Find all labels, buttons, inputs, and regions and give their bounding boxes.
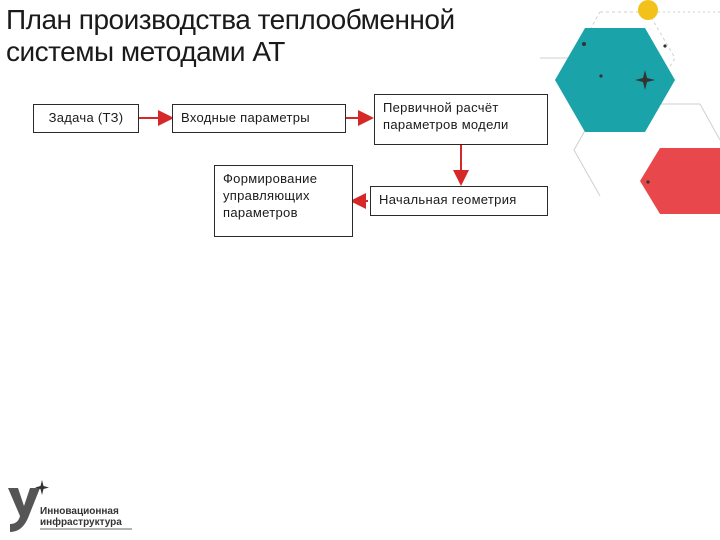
slide-title-line2: системы методами АТ <box>6 36 285 67</box>
node-primary-calc-line2: параметров модели <box>383 117 509 132</box>
slide-title: План производства теплообменной системы … <box>6 4 526 68</box>
node-inputs-label: Входные параметры <box>181 110 310 125</box>
slide-title-line1: План производства теплообменной <box>6 4 455 35</box>
logo-text-line1: Инновационная <box>40 506 119 517</box>
node-initial-geometry-label: Начальная геометрия <box>379 192 517 207</box>
node-primary-calc: Первичной расчёт параметров модели <box>374 94 548 145</box>
logo-text-line2: инфраструктура <box>40 517 122 528</box>
company-logo <box>8 480 49 532</box>
logo-mark <box>8 488 40 532</box>
logo-text: Инновационная инфраструктура <box>40 506 122 528</box>
logo-underline <box>40 528 132 530</box>
logo-star <box>35 480 49 495</box>
node-control-params-line2: управляющих <box>223 188 310 203</box>
node-initial-geometry: Начальная геометрия <box>370 186 548 216</box>
node-control-params-line1: Формирование <box>223 171 318 186</box>
node-task-label: Задача (ТЗ) <box>48 110 124 125</box>
node-control-params: Формирование управляющих параметров <box>214 165 353 237</box>
node-control-params-line3: параметров <box>223 205 298 220</box>
node-inputs: Входные параметры <box>172 104 346 133</box>
node-task: Задача (ТЗ) <box>33 104 139 133</box>
node-primary-calc-line1: Первичной расчёт <box>383 100 499 115</box>
